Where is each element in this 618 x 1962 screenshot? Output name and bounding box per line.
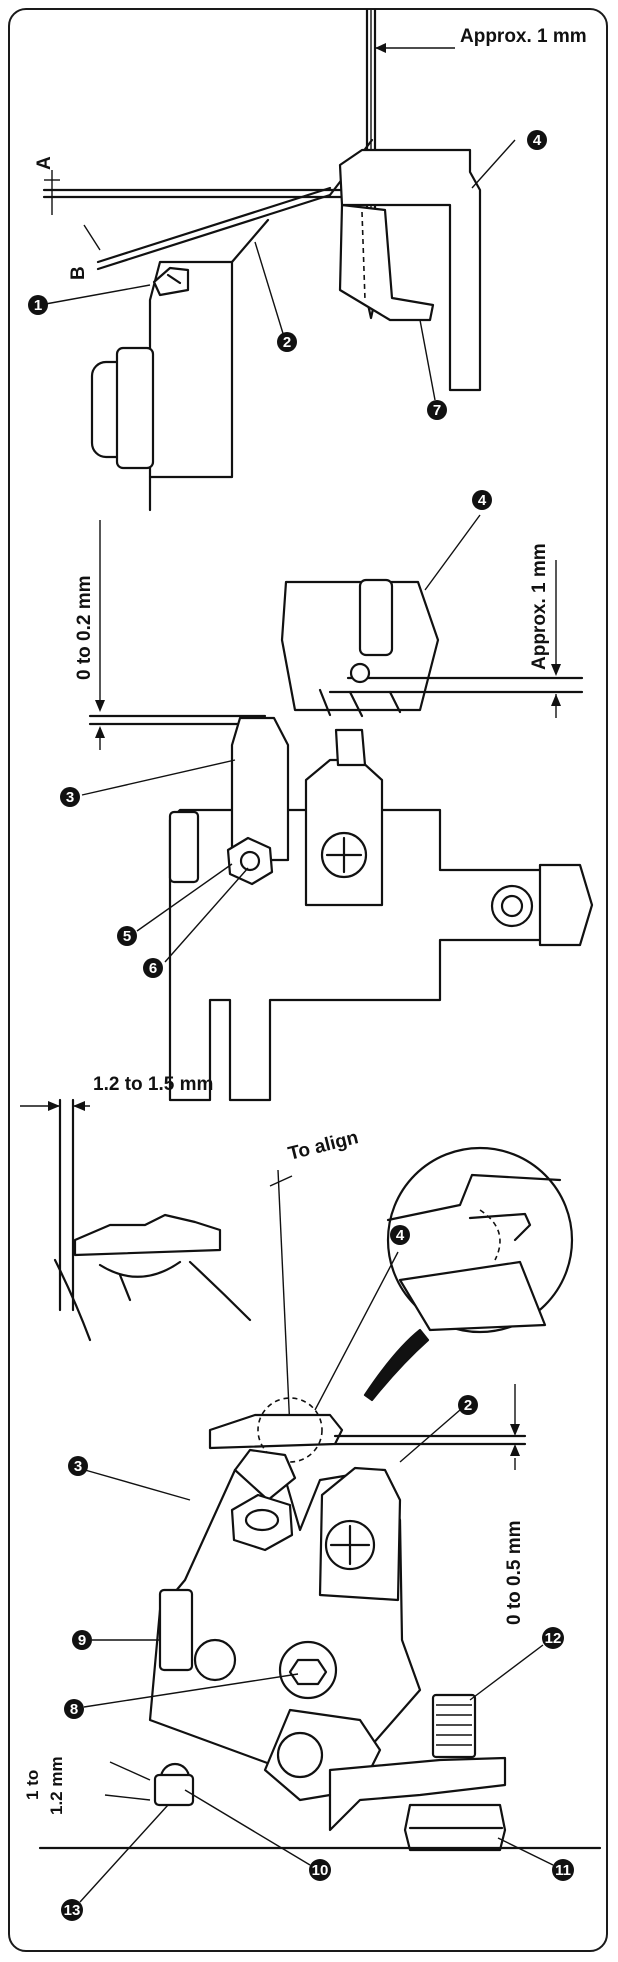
figure-1: Approx. 1 mm A B 1 2 4 7 [28, 8, 587, 512]
figure-2: 0 to 0.2 mm Approx. 1 mm 4 3 5 6 [60, 490, 594, 1102]
svg-text:2: 2 [283, 334, 291, 351]
clearance-0-0.2-label: 0 to 0.2 mm [74, 575, 95, 680]
svg-text:8: 8 [70, 1701, 78, 1718]
svg-text:11: 11 [555, 1862, 571, 1879]
clearance-0-0.5-label: 0 to 0.5 mm [504, 1520, 525, 1625]
to-align-label: To align [286, 1127, 360, 1165]
figure-3: 1.2 to 1.5 mm To align 0 to 0.5 mm [20, 1074, 602, 1921]
svg-text:4: 4 [533, 132, 542, 149]
height-1-label-line1: 1 to [23, 1770, 42, 1800]
svg-text:1: 1 [34, 297, 42, 314]
svg-text:3: 3 [74, 1458, 82, 1475]
svg-text:10: 10 [312, 1862, 329, 1879]
dimension-b-label: B [68, 266, 89, 280]
height-1.2-label-line2: 1.2 mm [47, 1756, 66, 1815]
svg-text:7: 7 [433, 402, 441, 419]
approx-1mm-label-top: Approx. 1 mm [460, 26, 587, 47]
svg-text:13: 13 [64, 1902, 81, 1919]
dimension-a-label: A [34, 156, 55, 170]
svg-text:6: 6 [149, 960, 157, 977]
approx-1mm-label-mid: Approx. 1 mm [529, 543, 550, 670]
svg-text:4: 4 [396, 1227, 405, 1244]
svg-text:3: 3 [66, 789, 74, 806]
svg-text:2: 2 [464, 1397, 472, 1414]
svg-text:12: 12 [545, 1630, 562, 1647]
gauge-1.2-1.5-label: 1.2 to 1.5 mm [93, 1074, 213, 1095]
svg-text:4: 4 [478, 492, 487, 509]
svg-text:5: 5 [123, 928, 131, 945]
svg-text:9: 9 [78, 1632, 86, 1649]
